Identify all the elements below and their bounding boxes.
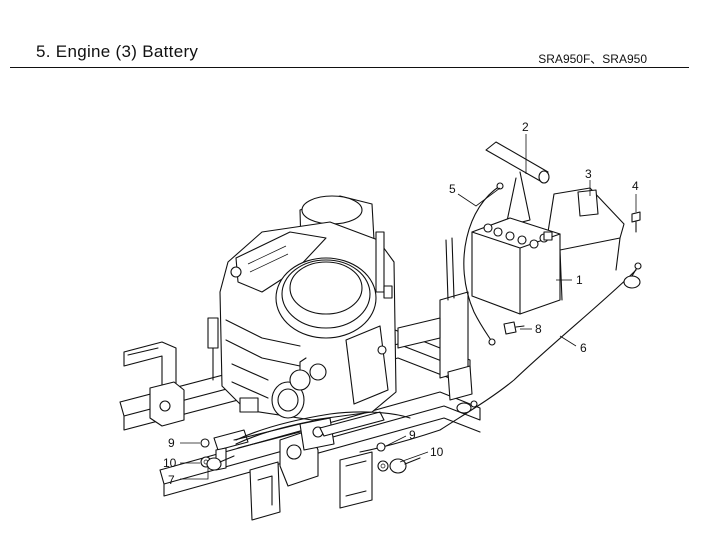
callout-7: 7 xyxy=(168,473,175,487)
nut-washer-right xyxy=(376,442,421,474)
ground-cable xyxy=(235,411,411,445)
callout-labels: 2 3 4 5 1 8 6 9 10 7 9 10 xyxy=(163,120,639,487)
model-code: SRA950F、SRA950 xyxy=(538,52,647,66)
callout-4: 4 xyxy=(632,179,639,193)
misc-terminal xyxy=(456,400,478,414)
page-title: 5. Engine (3) Battery xyxy=(36,42,199,61)
battery xyxy=(471,217,561,315)
callout-5: 5 xyxy=(449,182,456,196)
callout-9-left: 9 xyxy=(168,436,175,450)
battery-cable-5 xyxy=(463,182,504,346)
callout-6: 6 xyxy=(580,341,587,355)
nut-washer-left xyxy=(200,438,235,471)
engine-assembly xyxy=(207,195,397,421)
leader-lines xyxy=(180,134,637,480)
callout-8: 8 xyxy=(535,322,542,336)
bolt-4 xyxy=(631,211,641,233)
callout-1: 1 xyxy=(576,273,583,287)
callout-3: 3 xyxy=(585,167,592,181)
callout-10-left: 10 xyxy=(163,456,177,470)
callout-10-right: 10 xyxy=(430,445,444,459)
starter-solenoid xyxy=(213,411,385,487)
battery-cable-6 xyxy=(359,262,642,453)
callout-9-right: 9 xyxy=(409,428,416,442)
callout-2: 2 xyxy=(522,120,529,134)
bolt-8 xyxy=(503,321,525,335)
header-rule xyxy=(10,67,689,68)
hold-down-bar xyxy=(485,141,550,227)
